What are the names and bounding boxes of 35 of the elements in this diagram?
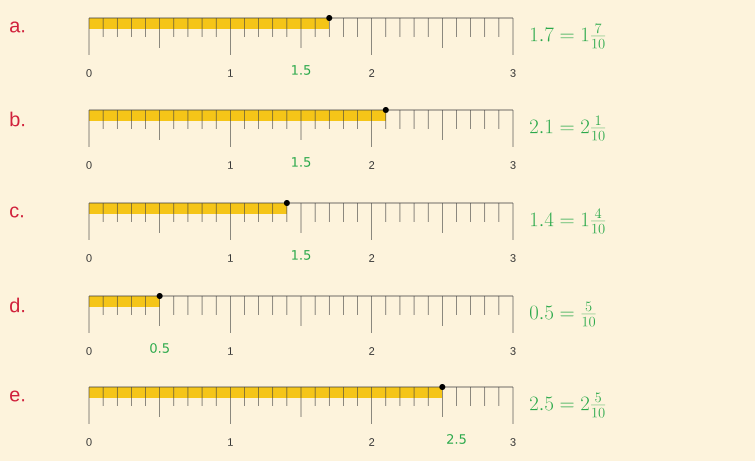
tick-label: 1 <box>228 69 233 77</box>
tick-label: 0 <box>86 69 92 77</box>
tick-label: 1 <box>228 161 233 169</box>
handwritten-note: $1.4 = 1\frac{4}{10}$ <box>531 208 606 234</box>
tick-label: 0 <box>86 347 92 355</box>
tick-label: 0 <box>86 438 92 446</box>
tick-label: 1 <box>228 347 233 355</box>
row-letter: a. <box>10 22 24 32</box>
tick-label: 2 <box>369 254 374 262</box>
tick-label: 2 <box>369 347 374 355</box>
tick-label: 2 <box>369 161 374 169</box>
tick-label: 1 <box>228 438 233 446</box>
tick-label: 3 <box>510 254 516 262</box>
tick-label: 2 <box>369 69 374 77</box>
tick-label: 0 <box>86 254 92 262</box>
row-letter: b. <box>10 112 24 126</box>
tick-label: 2 <box>369 438 374 446</box>
handwritten-note: 1.5 <box>292 157 310 167</box>
handwritten-note: $2.5 = 2\frac{5}{10}$ <box>530 392 606 418</box>
handwritten-note: 0.5 <box>150 343 169 353</box>
tick-label: 3 <box>510 161 516 169</box>
tick-label: 3 <box>510 347 516 355</box>
tick-label: 3 <box>510 69 516 77</box>
handwritten-note: $1.7 = 1\frac{7}{10}$ <box>531 23 606 49</box>
handwritten-note: 1.5 <box>292 250 310 260</box>
tick-label: 0 <box>86 161 92 169</box>
tick-label: 3 <box>510 438 516 446</box>
row-letter: d. <box>10 298 24 312</box>
handwritten-note: $0.5 = \frac{5}{10}$ <box>530 301 596 327</box>
handwritten-note: $2.1 = 2\frac{1}{10}$ <box>530 115 606 141</box>
row-letter: e. <box>10 390 24 402</box>
handwritten-note: 2.5 <box>447 434 466 444</box>
tick-label: 1 <box>228 254 233 262</box>
row-letter: c. <box>10 206 23 218</box>
handwritten-note: 1.5 <box>292 65 310 75</box>
